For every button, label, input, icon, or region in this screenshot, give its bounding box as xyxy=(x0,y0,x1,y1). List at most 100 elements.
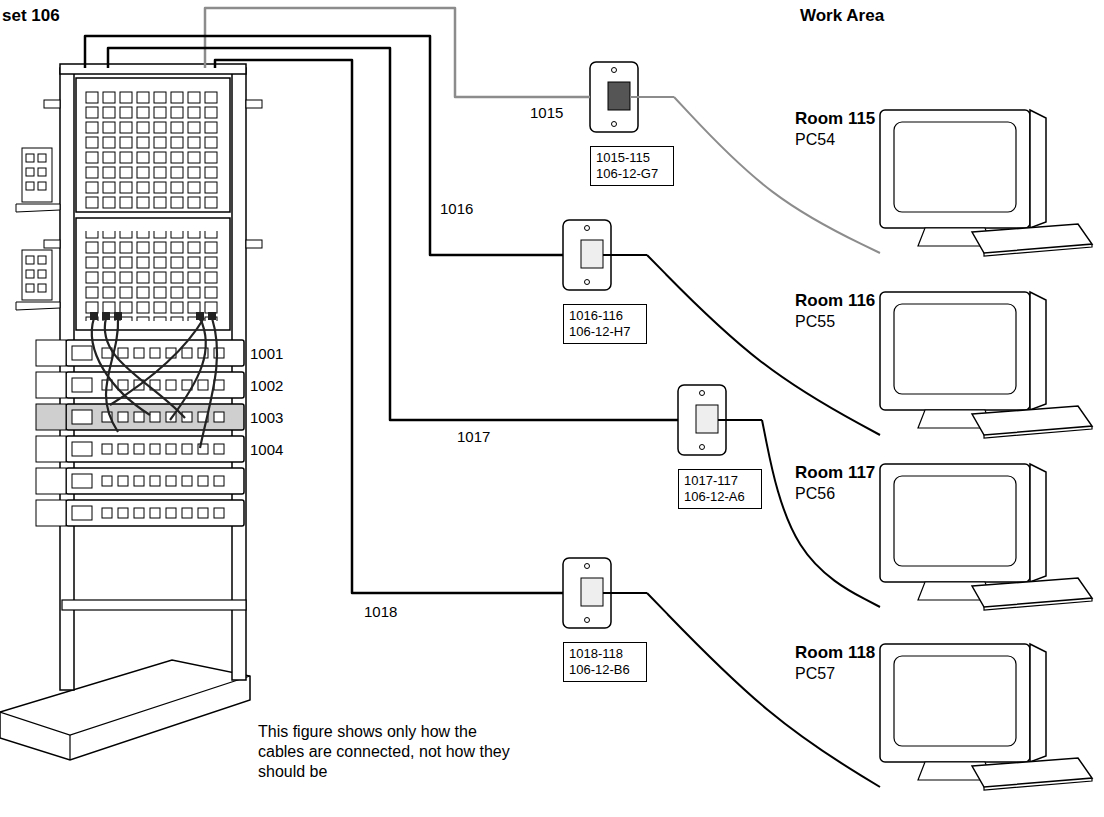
area-heading: Work Area xyxy=(800,6,884,26)
workstation: Room 116PC55 xyxy=(795,290,1045,435)
wall-plate-drawing-part xyxy=(603,592,647,594)
computer-drawing-part xyxy=(880,292,1092,438)
outlet-id: 106-12-A6 xyxy=(684,489,756,505)
room-name: Room 116 xyxy=(795,290,1045,312)
equipment-rack-drawing-part xyxy=(92,318,150,415)
equipment-rack-drawing-part xyxy=(38,256,46,264)
wall-plate-drawing-part xyxy=(718,419,762,421)
panel-number: 1001 xyxy=(250,344,283,364)
equipment-rack-drawing-part xyxy=(16,204,60,212)
outlet-label: 1016-116106-12-H7 xyxy=(563,218,647,344)
equipment-rack-drawing-part xyxy=(44,100,60,108)
equipment-rack-drawing-part xyxy=(102,312,110,320)
equipment-rack-drawing-part xyxy=(85,91,221,211)
equipment-rack-drawing-part xyxy=(72,474,92,488)
closet-heading: set 106 xyxy=(2,6,60,26)
wall-plate-drawing-part xyxy=(585,280,590,285)
equipment-rack-drawing-part xyxy=(208,312,216,320)
room-name: Room 117 xyxy=(795,462,1045,484)
equipment-rack-drawing-part xyxy=(44,240,60,248)
wall-plate-drawing-part xyxy=(612,122,617,127)
room-name: Room 115 xyxy=(795,108,1045,130)
equipment-rack-drawing-part xyxy=(92,318,217,448)
equipment-rack-drawing-part xyxy=(72,442,92,456)
equipment-rack-drawing-part xyxy=(100,340,228,526)
equipment-rack-drawing-part xyxy=(22,250,52,300)
wall-plate-drawing-part xyxy=(585,564,590,569)
equipment-rack-drawing-part xyxy=(38,182,46,190)
equipment-rack-drawing-part xyxy=(38,284,46,292)
outlet-id: 1017-117 xyxy=(684,473,756,489)
equipment-rack-drawing-part xyxy=(36,436,66,462)
computer-drawing-part xyxy=(880,464,1092,610)
equipment-rack-drawing-part xyxy=(36,404,66,430)
label-box: 1016-116106-12-H7 xyxy=(563,304,647,344)
wall-plate-drawing-part xyxy=(585,618,590,623)
label-box: 1015-115106-12-G7 xyxy=(590,146,674,186)
wall-plate-drawing-part xyxy=(603,254,647,256)
workstation: Room 117PC56 xyxy=(795,462,1045,607)
pc-name: PC56 xyxy=(795,484,1045,504)
wall-plate-drawing-part xyxy=(608,82,630,110)
wall-plate-drawing-part xyxy=(700,391,705,396)
equipment-rack-drawing-part xyxy=(246,100,262,108)
equipment-rack-drawing-part xyxy=(38,154,46,162)
equipment-rack-drawing-part xyxy=(0,676,250,735)
wall-plate-drawing-part xyxy=(612,68,617,73)
outlet-id: 1015-115 xyxy=(596,150,668,166)
wall-plate-drawing xyxy=(563,62,762,628)
horizontal-cable xyxy=(215,60,563,593)
equipment-rack-drawing-part xyxy=(26,270,34,278)
equipment-rack-drawing-part xyxy=(60,64,246,74)
outlet-id: 106-12-B6 xyxy=(569,662,641,678)
equipment-rack-drawing xyxy=(0,64,262,760)
equipment-rack-drawing-part xyxy=(72,346,92,360)
equipment-rack-drawing-part xyxy=(72,410,92,424)
computer-drawing xyxy=(880,110,1092,790)
equipment-rack-drawing-part xyxy=(26,284,34,292)
equipment-rack-drawing-part xyxy=(69,735,70,760)
equipment-rack-drawing-part xyxy=(26,256,34,264)
equipment-rack-drawing-part xyxy=(26,168,34,176)
equipment-rack-drawing-part xyxy=(170,318,206,420)
room-name: Room 118 xyxy=(795,642,1045,664)
note: This figure shows only how the cables ar… xyxy=(258,722,520,782)
equipment-rack-drawing-part xyxy=(26,154,34,162)
equipment-rack-drawing-part xyxy=(36,500,66,526)
workstation: Room 118PC57 xyxy=(795,642,1045,787)
equipment-rack-drawing-part xyxy=(110,318,204,405)
pc-name: PC54 xyxy=(795,130,1045,150)
equipment-rack-drawing-part xyxy=(0,660,250,760)
equipment-rack-drawing-part xyxy=(16,302,60,310)
equipment-rack-drawing-part xyxy=(85,231,221,321)
horizontal-cable xyxy=(108,48,678,420)
wall-plate-drawing-part xyxy=(630,96,674,98)
cable-number: 1015 xyxy=(528,104,565,122)
horizontal-cable xyxy=(85,36,563,255)
equipment-rack-drawing-part xyxy=(90,312,98,320)
equipment-rack-drawing-part xyxy=(36,372,66,398)
equipment-rack-drawing-part xyxy=(246,240,262,248)
equipment-rack-drawing-part xyxy=(200,318,217,448)
computer-drawing-part xyxy=(880,644,1092,790)
outlet-label: 1018-118106-12-B6 xyxy=(563,556,647,682)
pc-name: PC57 xyxy=(795,664,1045,684)
equipment-rack-drawing-part xyxy=(72,506,92,520)
equipment-rack-drawing-part xyxy=(76,78,230,212)
equipment-rack-drawing-part xyxy=(36,340,66,366)
patch-cord xyxy=(647,593,880,787)
wall-plate-drawing-part xyxy=(696,405,718,433)
pc-name: PC55 xyxy=(795,312,1045,332)
patch-cord xyxy=(762,420,880,607)
wall-plate-drawing-part xyxy=(700,445,705,450)
equipment-rack-drawing-part xyxy=(106,318,118,432)
panel-number: 1002 xyxy=(250,376,283,396)
equipment-rack-drawing-part xyxy=(76,218,230,330)
computer-drawing-part xyxy=(880,110,1092,256)
equipment-rack-drawing-part xyxy=(62,600,246,610)
patch-cord xyxy=(647,255,880,435)
